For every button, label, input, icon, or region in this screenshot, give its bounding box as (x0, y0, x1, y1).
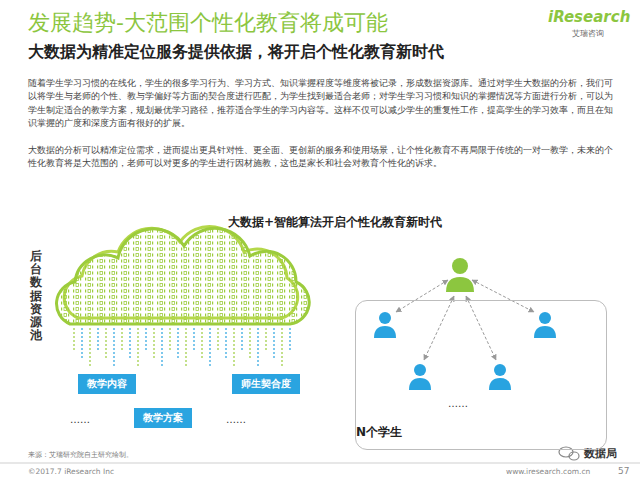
student-group: N个学生 (355, 300, 607, 450)
group-label: N个学生 (356, 424, 402, 441)
box-label: 教学内容 (87, 377, 127, 391)
teacher-icon (446, 258, 474, 292)
website: www.iresearch.com.cn (506, 467, 590, 476)
teacher-student-arrows (396, 280, 534, 360)
copyright: ©2017.7 iResearch Inc (28, 467, 114, 476)
page-number: 57 (618, 466, 629, 476)
body-paragraph: 大数据的分析可以精准定位需求，进而提出更具针对性、更全面、更创新的服务和使用场景… (28, 143, 615, 170)
diagram-heading: 大数据+智能算法开启个性化教育新时代 (228, 214, 442, 231)
logo-text: iResearch (548, 8, 630, 26)
process-box: 教学内容 (78, 374, 136, 394)
ellipsis: …… (226, 414, 246, 425)
process-box: 教学方案 (134, 408, 192, 428)
cloud-outline (57, 228, 310, 324)
logo-subtext: 艾瑞咨询 (572, 28, 604, 39)
box-label: 教学方案 (143, 411, 183, 425)
student-icons (374, 312, 556, 390)
footer-rule (0, 463, 640, 464)
source-note: 来源：艾瑞研究院自主研究绘制。 (28, 450, 133, 460)
page-title: 发展趋势-大范围个性化教育将成可能 (28, 8, 388, 38)
vertical-label: 后台数据资源池 (30, 250, 42, 342)
watermark-icon (559, 447, 579, 460)
ellipsis: …… (448, 398, 468, 409)
subtitle: 大数据为精准定位服务提供依据，将开启个性化教育新时代 (28, 42, 444, 63)
process-box: 师生契合度 (232, 374, 300, 394)
data-rain (74, 328, 290, 366)
ellipsis: …… (70, 414, 90, 425)
watermark: 数据局 (584, 446, 617, 461)
box-label: 师生契合度 (241, 377, 291, 391)
body-paragraph: 随着学生学习习惯的在线化，学生的很多学习行为、学习方式、知识掌握程度等维度将被记… (28, 76, 615, 129)
